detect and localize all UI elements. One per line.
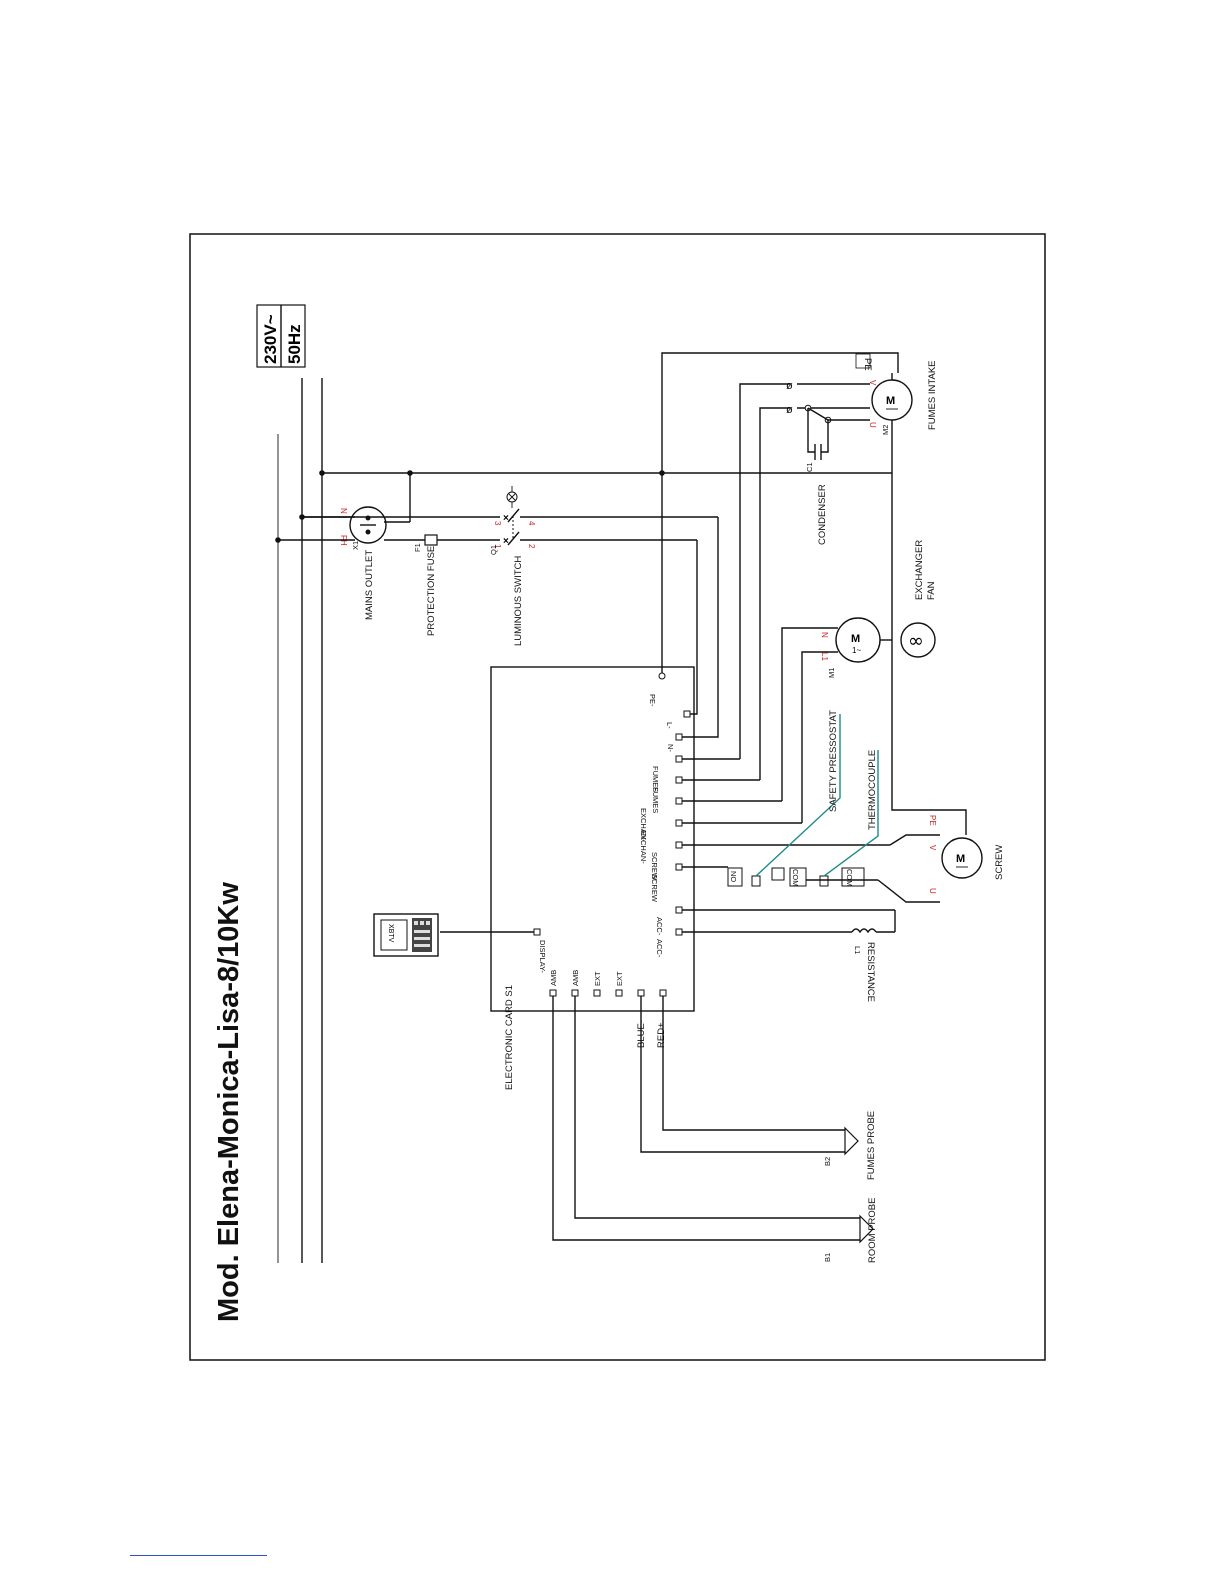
svg-text:SCREW: SCREW bbox=[994, 845, 1005, 880]
svg-text:1: 1 bbox=[493, 544, 502, 549]
svg-text:ø: ø bbox=[786, 404, 793, 416]
svg-text:EXT: EXT bbox=[615, 971, 624, 986]
svg-text:FUMES: FUMES bbox=[651, 787, 660, 813]
svg-text:N: N bbox=[820, 632, 829, 638]
svg-text:SAFETY PRESSOSTAT: SAFETY PRESSOSTAT bbox=[828, 710, 839, 812]
svg-text:×: × bbox=[503, 513, 509, 524]
svg-text:RESISTANCE: RESISTANCE bbox=[865, 942, 876, 1002]
svg-text:DISPLAY-: DISPLAY- bbox=[538, 940, 547, 973]
svg-text:ø: ø bbox=[786, 380, 793, 392]
thermocouple: COM THERMOCOUPLE bbox=[819, 750, 879, 887]
svg-text:230V~: 230V~ bbox=[261, 314, 280, 364]
svg-text:U: U bbox=[868, 422, 877, 428]
svg-text:EXCHAN-: EXCHAN- bbox=[639, 830, 648, 864]
svg-text:M2: M2 bbox=[881, 425, 890, 435]
diagram-border bbox=[189, 233, 1046, 1361]
svg-text:V: V bbox=[868, 380, 877, 386]
svg-text:ROOM PROBE: ROOM PROBE bbox=[867, 1198, 878, 1263]
svg-text:FUMES INTAKE: FUMES INTAKE bbox=[927, 361, 938, 431]
svg-text:CONDENSER: CONDENSER bbox=[817, 484, 828, 545]
svg-text:ELECTRONIC CARD S1: ELECTRONIC CARD S1 bbox=[504, 985, 515, 1090]
svg-text:ACC-: ACC- bbox=[655, 939, 664, 958]
svg-text:2: 2 bbox=[527, 544, 536, 549]
svg-text:L1: L1 bbox=[853, 946, 862, 954]
supply-label: 230V~ 50Hz bbox=[256, 304, 306, 368]
svg-text:M1: M1 bbox=[827, 668, 836, 678]
svg-text:M: M bbox=[956, 853, 965, 865]
svg-text:SCREW: SCREW bbox=[650, 852, 659, 881]
svg-text:V: V bbox=[928, 845, 937, 851]
svg-text:RED+: RED+ bbox=[656, 1022, 667, 1048]
safety-pressostat: NO COM SAFETY PRESSOSTAT bbox=[727, 710, 841, 887]
resistance: L1 RESISTANCE bbox=[682, 909, 896, 1002]
luminous-switch: × × 1 3 2 4 Q1 LUMINOUS SWITCH bbox=[489, 486, 718, 646]
svg-text:M: M bbox=[886, 395, 895, 407]
svg-text:AMB: AMB bbox=[571, 970, 580, 986]
svg-text:N: N bbox=[339, 508, 348, 514]
svg-text:PROTECTION FUSE: PROTECTION FUSE bbox=[426, 546, 437, 636]
mains-outlet: FH N X1 MAINS OUTLET bbox=[339, 506, 387, 620]
svg-text:COM: COM bbox=[845, 869, 854, 887]
screw-motor: V U M SCREW bbox=[682, 834, 1005, 903]
svg-text:X1: X1 bbox=[351, 541, 360, 550]
power-bus bbox=[277, 378, 323, 1263]
protection-fuse: F1 PROTECTION FUSE bbox=[384, 534, 500, 636]
svg-text:THERMOCOUPLE: THERMOCOUPLE bbox=[867, 750, 878, 830]
svg-text:N-: N- bbox=[666, 744, 675, 752]
svg-text:Q1: Q1 bbox=[489, 545, 498, 555]
svg-text:B2: B2 bbox=[823, 1157, 832, 1166]
svg-text:PE-: PE- bbox=[648, 694, 657, 707]
svg-text:SCREW: SCREW bbox=[650, 874, 659, 903]
svg-text:3: 3 bbox=[493, 521, 502, 526]
svg-text:50Hz: 50Hz bbox=[285, 324, 304, 364]
svg-text:B1: B1 bbox=[823, 1253, 832, 1262]
svg-text:1~: 1~ bbox=[852, 646, 861, 655]
svg-text:AMB: AMB bbox=[549, 970, 558, 986]
svg-text:∞: ∞ bbox=[908, 630, 924, 652]
card-terminals-right: PE- L- N- FUMES FUMES EXCHAN- EXCHAN- SC… bbox=[533, 672, 691, 973]
svg-text:L1: L1 bbox=[820, 652, 829, 661]
electronic-card: ELECTRONIC CARD S1 bbox=[490, 666, 695, 1090]
svg-text:LUMINOUS SWITCH: LUMINOUS SWITCH bbox=[513, 556, 524, 646]
svg-text:FUMES PROBE: FUMES PROBE bbox=[866, 1111, 877, 1180]
room-probe: B1 ROOM PROBE bbox=[552, 996, 878, 1263]
svg-text:COM: COM bbox=[791, 869, 800, 887]
svg-text:L-: L- bbox=[665, 722, 674, 729]
svg-text:C1: C1 bbox=[805, 462, 814, 472]
svg-text:EXT: EXT bbox=[593, 971, 602, 986]
svg-text:EXCHAN-: EXCHAN- bbox=[639, 808, 648, 842]
exchanger-fan-motor: N L1 M 1~ ∞ M1 EXCHANGER FAN bbox=[682, 540, 937, 824]
svg-text:ACC-: ACC- bbox=[655, 917, 664, 936]
fumes-intake-motor: ø ø C1 CONDENSER M V U M2 FUMES INTAKE bbox=[682, 361, 938, 781]
svg-text:EXCHANGER: EXCHANGER bbox=[914, 540, 925, 600]
svg-text:×: × bbox=[503, 536, 509, 547]
diagram-title: Mod. Elena-Monica-Lisa-8/10Kw bbox=[213, 882, 245, 1322]
svg-text:F1: F1 bbox=[413, 543, 422, 552]
fumes-probe: B2 FUMES PROBE bbox=[640, 996, 877, 1180]
svg-text:FAN: FAN bbox=[926, 581, 937, 600]
footer-link-underline bbox=[130, 1555, 267, 1556]
svg-text:M: M bbox=[851, 633, 860, 645]
svg-text:MAINS OUTLET: MAINS OUTLET bbox=[364, 550, 375, 620]
display-unit: XBTV bbox=[373, 913, 534, 957]
svg-text:FUMES: FUMES bbox=[651, 766, 660, 792]
svg-text:U: U bbox=[928, 888, 937, 894]
svg-text:PE: PE bbox=[928, 815, 937, 826]
svg-text:PE: PE bbox=[862, 358, 873, 371]
svg-text:4: 4 bbox=[527, 521, 536, 526]
svg-text:NO: NO bbox=[729, 871, 738, 882]
svg-text:XBTV: XBTV bbox=[387, 924, 394, 943]
